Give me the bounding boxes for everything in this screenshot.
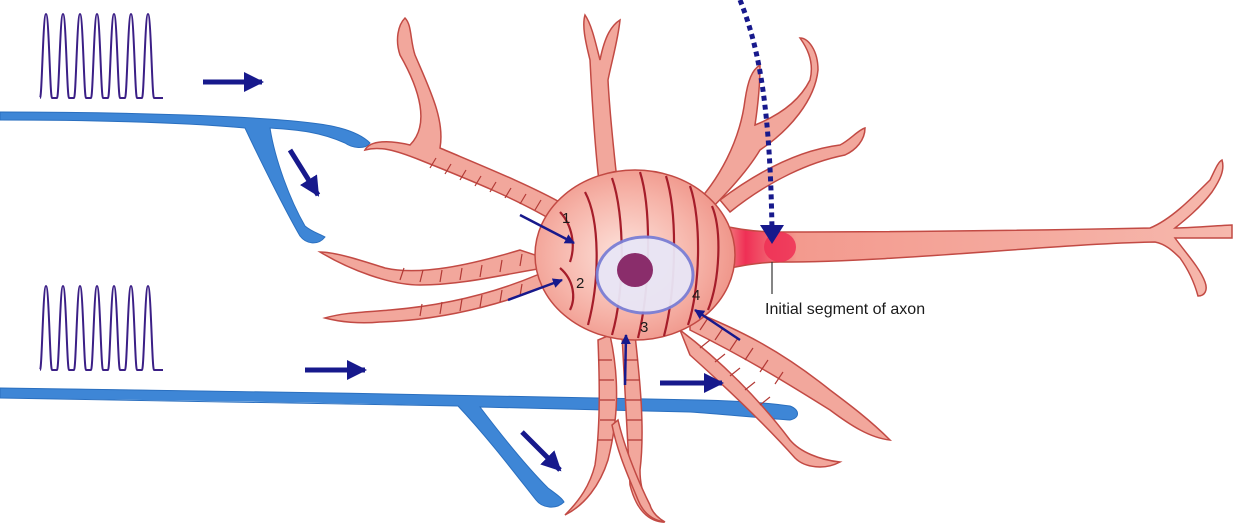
presynaptic-axon-top [0,112,370,243]
direction-arrow-segment-3 [625,335,626,385]
nucleolus [617,253,653,287]
postsynaptic-neuron [320,15,1232,522]
axon [720,160,1232,296]
action-potential-train-bottom [40,286,163,370]
segment-label-1: 1 [562,210,570,227]
segment-label-2: 2 [576,275,584,292]
segment-label-3: 3 [640,319,648,336]
initial-segment-label: Initial segment of axon [765,301,925,318]
dendrite-bottom [565,335,617,515]
action-potential-train-top [40,14,163,98]
direction-arrow [290,150,318,195]
segment-label-4: 4 [692,287,700,304]
direction-arrow [522,432,560,470]
dendrite-top [584,15,620,190]
dendrite-upper-left [365,18,565,225]
presynaptic-axon-bottom [0,388,798,507]
